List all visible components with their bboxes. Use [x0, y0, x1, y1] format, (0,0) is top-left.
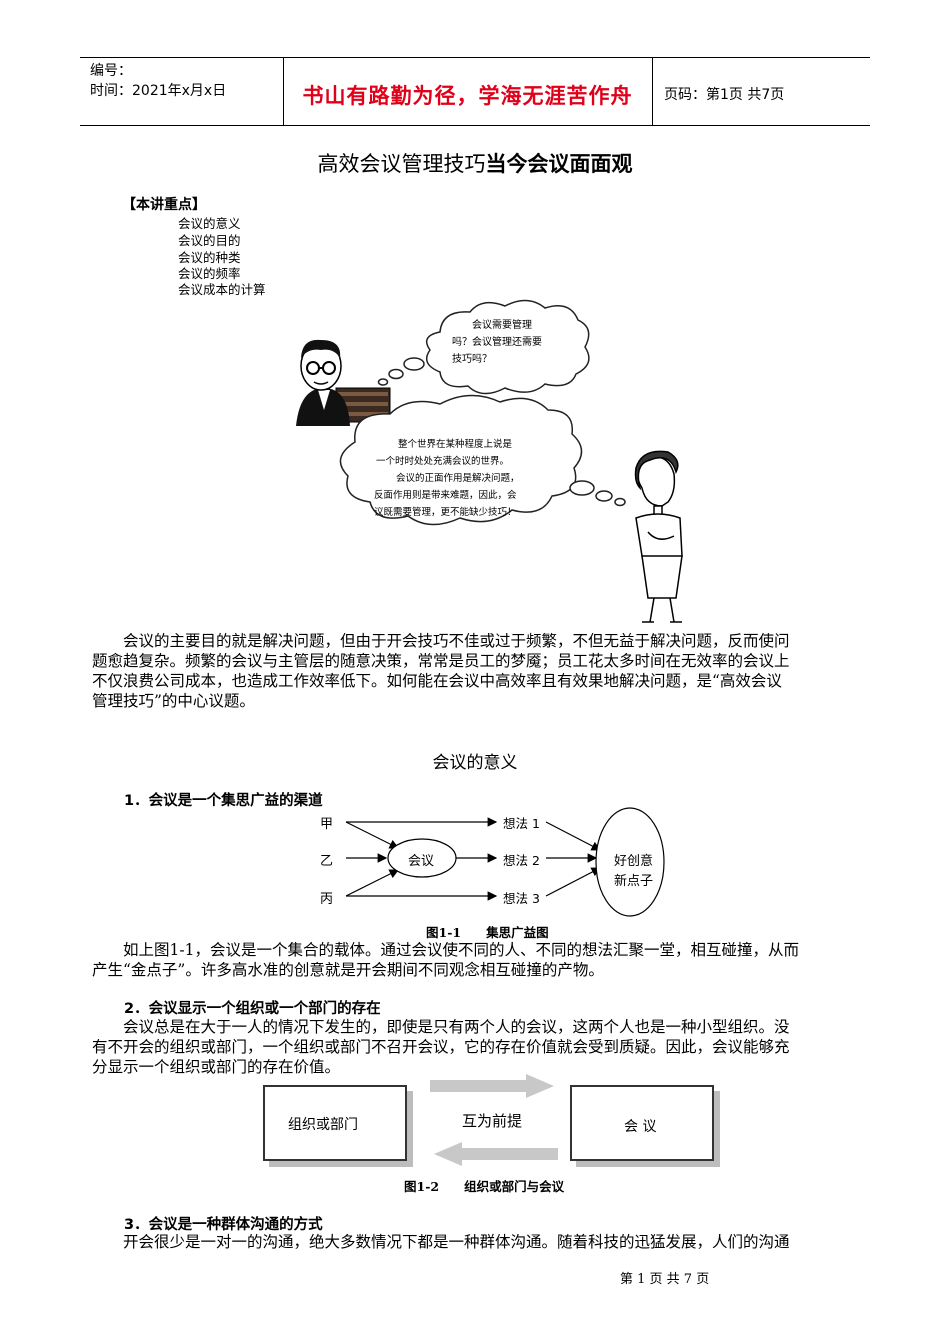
key-point-item: 会议成本的计算 [178, 282, 266, 297]
s3-line: 开会很少是一对一的沟通，绝大多数情况下都是一种群体沟通。随着科技的迅猛发展，人们… [92, 1233, 790, 1251]
key-point-item: 会议的频率 [178, 266, 241, 281]
key-point-item: 会议的意义 [178, 216, 241, 231]
page-footer: 第 1 页 共 7 页 [620, 1272, 710, 1287]
right-arrow [430, 1074, 554, 1098]
section-2-paragraph: 会议总是在大于一人的情况下发生的，即使是只有两个人的会议，这两个人也是一种小型组… [92, 1017, 860, 1077]
section-2-heading: 2．会议显示一个组织或一个部门的存在 [124, 1001, 381, 1017]
idea-diagram [345, 807, 665, 917]
intro-line: 管理技巧”的中心议题。 [92, 692, 255, 710]
header-divider [283, 57, 284, 126]
header-bottom-border [80, 125, 870, 126]
left-arrow [434, 1142, 558, 1166]
bubble-1-line: 技巧吗？ [452, 354, 492, 365]
org-box-label: 组织或部门 [288, 1117, 358, 1133]
key-points-heading: 【本讲重点】 [122, 197, 206, 213]
mutual-arrows [430, 1074, 558, 1166]
idea-input: 甲 [320, 817, 334, 832]
bubble-2-line: 反面作用则是带来难题，因此，会 [374, 490, 517, 501]
thought-bubble-1 [377, 299, 590, 395]
key-point-item: 会议的目的 [178, 233, 241, 248]
title-part-2: 当今会议面面观 [485, 151, 633, 176]
idea-label: 想法 3 [503, 891, 540, 906]
page-title: 高效会议管理技巧当今会议面面观 [0, 148, 950, 178]
idea-label: 想法 1 [503, 816, 540, 831]
idea-input: 乙 [320, 854, 334, 869]
section-3-paragraph: 开会很少是一对一的沟通，绝大多数情况下都是一种群体沟通。随着科技的迅猛发展，人们… [92, 1232, 860, 1252]
bubble-2-line: 会议的正面作用是解决问题， [396, 473, 520, 484]
thought-bubble-2 [339, 394, 626, 526]
intro-line: 题愈趋复杂。频繁的会议与主管层的随意决策，常常是员工的梦魇；员工花太多时间在无效… [92, 652, 790, 670]
meeting-box [570, 1085, 714, 1161]
idea-result: 新点子 [614, 874, 654, 889]
mutual-label: 互为前提 [462, 1112, 523, 1130]
idea-input: 丙 [320, 892, 334, 907]
org-box [263, 1085, 407, 1161]
section-1-paragraph: 如上图1-1，会议是一个集合的载体。通过会议使不同的人、不同的想法汇聚一堂，相互… [92, 940, 860, 980]
s1-line: 如上图1-1，会议是一个集合的载体。通过会议使不同的人、不同的想法汇聚一堂，相互… [92, 941, 799, 959]
woman-figure [634, 450, 683, 623]
intro-paragraph: 会议的主要目的就是解决问题，但由于开会技巧不佳或过于频繁，不但无益于解决问题，反… [92, 631, 860, 711]
intro-line: 会议的主要目的就是解决问题，但由于开会技巧不佳或过于频繁，不但无益于解决问题，反… [92, 632, 790, 650]
bubble-1-line: 吗？会议管理还需要 [452, 337, 542, 348]
section-3-heading: 3．会议是一种群体沟通的方式 [124, 1217, 323, 1233]
bubble-2-line: 一个时时处处充满会议的世界。 [376, 456, 510, 467]
s2-line: 会议总是在大于一人的情况下发生的，即使是只有两个人的会议，这两个人也是一种小型组… [92, 1018, 790, 1036]
header-time: 时间：2021年x月x日 [90, 83, 227, 99]
section-1-heading: 1．会议是一个集思广益的渠道 [124, 793, 323, 809]
s2-line: 分显示一个组织或部门的存在价值。 [92, 1058, 341, 1076]
bubble-2-line: 议既需要管理，更不能缺少技巧！ [374, 507, 517, 518]
header-divider [652, 57, 653, 126]
title-part-1: 高效会议管理技巧 [317, 152, 486, 176]
figure-2-caption: 图1-2 组织或部门与会议 [404, 1179, 565, 1194]
idea-center: 会议 [408, 854, 435, 869]
idea-result: 好创意 [614, 854, 654, 869]
meeting-box-label: 会 议 [624, 1119, 657, 1135]
header-motto: 书山有路勤为径，学海无涯苦作舟 [302, 83, 633, 108]
s1-line: 产生“金点子”。许多高水准的创意就是开会期间不同观念相互碰撞的产物。 [92, 961, 604, 979]
man-figure [296, 339, 391, 426]
s2-line: 有不开会的组织或部门，一个组织或部门不召开会议，它的存在价值就会受到质疑。因此，… [92, 1038, 790, 1056]
figure-1-caption: 图1-1 集思广益图 [426, 925, 549, 940]
cartoon-illustration [296, 299, 683, 623]
header-top-border [80, 57, 870, 58]
section-title: 会议的意义 [432, 753, 518, 773]
bubble-2-line: 整个世界在某种程度上说是 [398, 439, 513, 450]
header-number: 编号： [90, 63, 132, 79]
idea-label: 想法 2 [503, 853, 540, 868]
intro-line: 不仅浪费公司成本，也造成工作效率低下。如何能在会议中高效率且有效果地解决问题，是… [92, 672, 782, 690]
header-page: 页码：第1页 共7页 [664, 87, 785, 103]
bubble-1-line: 会议需要管理 [472, 320, 532, 331]
key-point-item: 会议的种类 [178, 250, 241, 265]
